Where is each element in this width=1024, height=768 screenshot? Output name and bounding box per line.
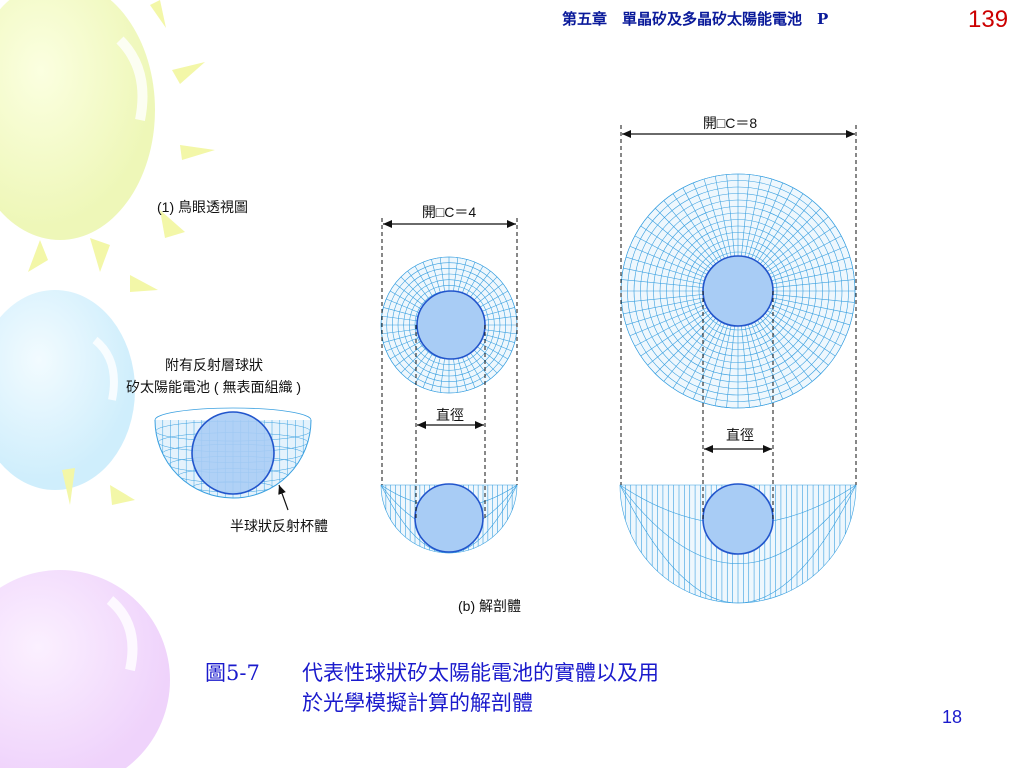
purple-balloon-icon	[0, 570, 170, 768]
sphere-cell-c4-top	[416, 290, 486, 360]
cup-pointer-arrow	[278, 484, 289, 511]
slide-number: 18	[942, 707, 963, 727]
page-number: 139	[968, 6, 1009, 33]
diameter-c8-label: 直徑	[726, 427, 754, 443]
cup-label: 半球狀反射杯體	[230, 518, 328, 534]
opening-c8-label: 開□C＝8	[703, 115, 758, 131]
cell-label-line2: 矽太陽能電池 ( 無表面組織 )	[126, 379, 301, 395]
caption-number: 圖5-7	[205, 661, 260, 685]
yellow-balloon-icon	[0, 0, 155, 240]
chapter-header: 第五章 單晶矽及多晶矽太陽能電池 P	[562, 10, 829, 28]
sphere-cell-birdseye	[191, 411, 275, 495]
section-label: (b) 解剖體	[458, 598, 521, 614]
sphere-cell-c8-top	[702, 255, 774, 327]
diameter-c4-label: 直徑	[436, 407, 464, 423]
sun-ray-icon	[28, 0, 215, 505]
blue-balloon-icon	[0, 290, 135, 490]
dashed-guides	[381, 125, 857, 519]
birdseye-view-label: (1) 鳥眼透視圖	[157, 199, 248, 215]
opening-c4-label: 開□C＝4	[422, 204, 477, 220]
sphere-cell-c4-section	[414, 483, 484, 553]
caption-line2: 於光學模擬計算的解剖體	[302, 691, 533, 715]
figure-caption: 圖5-7 代表性球狀矽太陽能電池的實體以及用 於光學模擬計算的解剖體	[205, 658, 659, 718]
cell-label-line1: 附有反射層球狀	[165, 357, 263, 373]
sphere-cell-c8-section	[702, 483, 774, 555]
caption-line1: 代表性球狀矽太陽能電池的實體以及用	[302, 661, 659, 685]
